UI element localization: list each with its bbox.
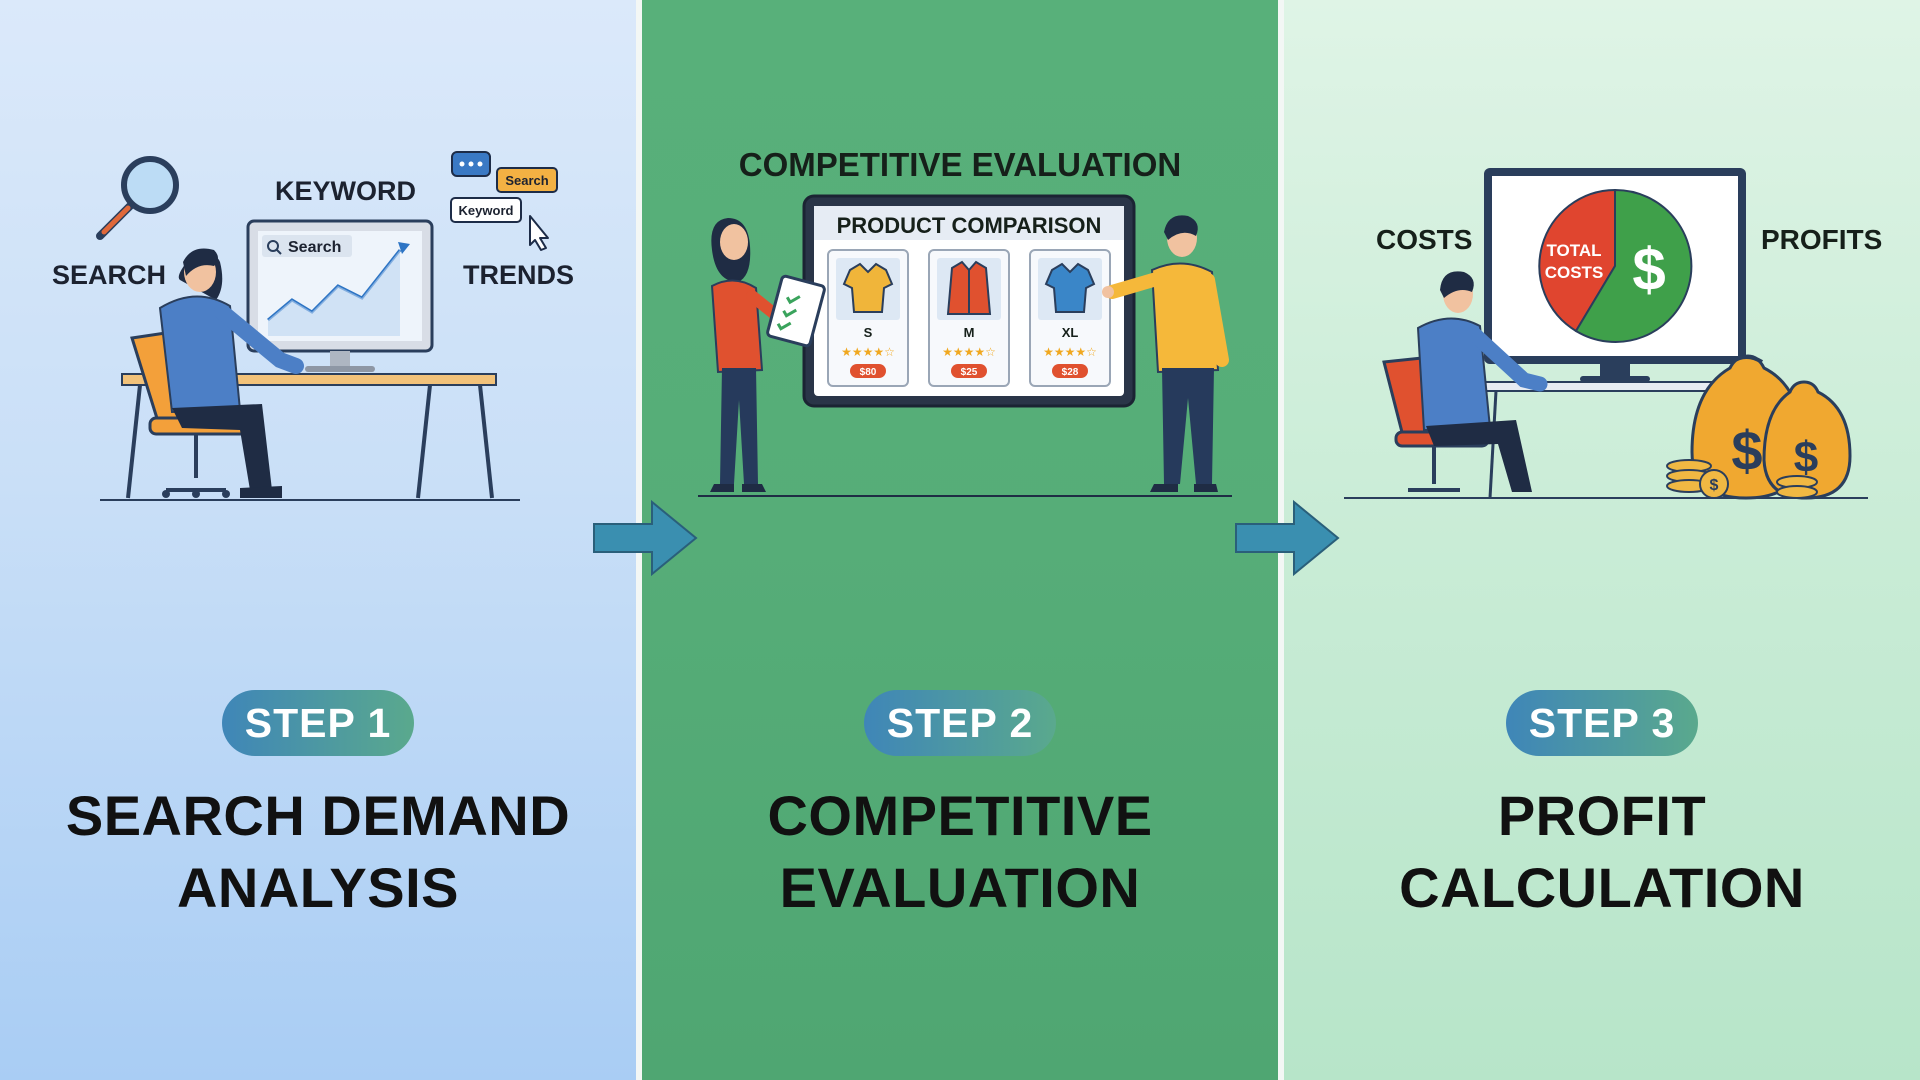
screen-search-text: Search — [288, 239, 341, 256]
svg-text:$: $ — [1731, 419, 1762, 482]
profit-calculation-illustration: COSTS PROFITS TOTAL COSTS $ — [1344, 168, 1882, 500]
competitive-evaluation-header: COMPETITIVE EVALUATION — [739, 146, 1181, 183]
costs-label: COSTS — [1376, 224, 1472, 255]
product-size: S — [864, 325, 873, 340]
product-size: M — [964, 325, 975, 340]
competitive-evaluation-illustration: COMPETITIVE EVALUATION PRODUCT COMPARISO… — [698, 146, 1232, 497]
step-3-title-line-2: CALCULATION — [1399, 856, 1805, 919]
pie-label-line-2: COSTS — [1545, 263, 1604, 282]
monitor: TOTAL COSTS $ — [1484, 168, 1746, 382]
man-pointing — [1102, 215, 1229, 492]
woman-with-clipboard — [710, 218, 826, 492]
step-3-title: PROFIT CALCULATION — [1284, 780, 1920, 924]
product-card: S ★★★★☆ $80 — [827, 249, 909, 387]
dollar-icon: $ — [1632, 236, 1665, 303]
product-price: $80 — [860, 367, 877, 378]
arrow-right-icon — [593, 499, 698, 577]
step-3-badge: STEP 3 — [1506, 690, 1698, 756]
rating-stars-icon: ★★★★☆ — [1043, 345, 1097, 359]
step-3-title-line-1: PROFIT — [1497, 784, 1707, 847]
cursor-icon — [529, 215, 549, 251]
analyst-person — [1416, 271, 1548, 492]
search-label: SEARCH — [52, 260, 166, 290]
step-1-title-line-2: ANALYSIS — [176, 856, 459, 919]
search-bubble: Search — [496, 167, 558, 193]
coins-icon: $ — [1666, 459, 1818, 499]
product-price: $25 — [961, 367, 978, 378]
cost-profit-pie-chart: TOTAL COSTS $ — [1538, 188, 1693, 343]
magnifier-icon — [96, 156, 179, 240]
step-2-badge: STEP 2 — [864, 690, 1056, 756]
tshirt-icon — [842, 262, 894, 313]
step-1-title: SEARCH DEMAND ANALYSIS — [0, 780, 636, 924]
svg-text:$: $ — [1710, 477, 1719, 494]
step-2-title-line-2: EVALUATION — [779, 856, 1141, 919]
step-1-title-line-1: SEARCH DEMAND — [65, 784, 571, 847]
product-price: $28 — [1062, 367, 1079, 378]
step-2-title-line-1: COMPETITIVE — [767, 784, 1153, 847]
clipboard-icon — [766, 274, 826, 348]
product-card: XL ★★★★☆ $28 — [1029, 249, 1111, 387]
product-card: M ★★★★☆ $25 — [928, 249, 1010, 387]
step-2-panel: COMPETITIVE EVALUATION PRODUCT COMPARISO… — [642, 0, 1278, 1080]
chat-bubble-icon — [451, 151, 491, 177]
pie-label-line-1: TOTAL — [1546, 241, 1601, 260]
arrow-right-icon — [1235, 499, 1340, 577]
search-demand-illustration: SEARCH KEYWORD TRENDS Search Keyword Sea… — [52, 151, 574, 501]
product-size: XL — [1062, 325, 1079, 340]
profits-label: PROFITS — [1761, 224, 1882, 255]
keyword-bubble: Keyword — [450, 197, 522, 223]
rating-stars-icon: ★★★★☆ — [942, 345, 996, 359]
tshirt-icon — [1044, 262, 1096, 313]
step-2-title: COMPETITIVE EVALUATION — [642, 780, 1278, 924]
product-comparison-title: PRODUCT COMPARISON — [837, 213, 1102, 238]
svg-text:Keyword: Keyword — [459, 203, 514, 218]
monitor: Search — [246, 219, 434, 372]
step-3-panel: COSTS PROFITS TOTAL COSTS $ — [1284, 0, 1920, 1080]
money-bag-icon: $ — [1762, 380, 1852, 500]
svg-text:Search: Search — [505, 173, 548, 188]
comparison-board: PRODUCT COMPARISON S ★★★★☆ $80 M ★★★★☆ — [802, 194, 1136, 408]
rating-stars-icon: ★★★★☆ — [841, 345, 895, 359]
trends-label: TRENDS — [463, 260, 574, 290]
step-1-panel: SEARCH KEYWORD TRENDS Search Keyword Sea… — [0, 0, 636, 1080]
analyst-person — [158, 248, 304, 498]
svg-text:$: $ — [1794, 433, 1818, 482]
desk — [100, 373, 520, 501]
step-1-badge: STEP 1 — [222, 690, 414, 756]
keyword-label: KEYWORD — [275, 176, 416, 206]
